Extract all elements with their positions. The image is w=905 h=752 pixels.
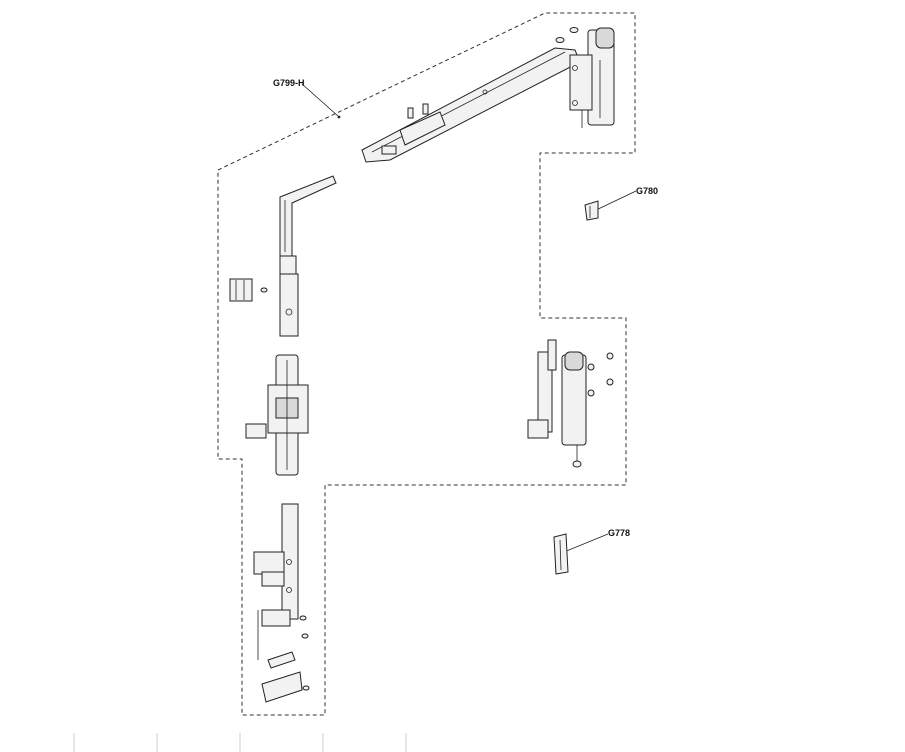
bottom-tab-dividers: [73, 733, 407, 752]
leader-g780: [593, 190, 637, 212]
g799h-kit-boundary: [217, 12, 636, 716]
keeper-g780: [584, 200, 599, 221]
bottom-hinge: [527, 339, 614, 468]
label-g799h: G799-H: [273, 78, 305, 88]
espagnolette-gear-bottom: [253, 503, 310, 703]
top-corner-hinge: [555, 27, 615, 128]
leader-g799h: [301, 83, 339, 117]
corner-drive: [229, 175, 337, 337]
leader-g778: [563, 533, 609, 553]
leader-dot-g799h: [337, 115, 341, 119]
label-g778: G778: [608, 528, 630, 538]
stay-arm-assembly: [361, 47, 581, 163]
keeper-g778: [553, 533, 569, 575]
espagnolette-rod-middle: [245, 354, 309, 476]
label-g780: G780: [636, 186, 658, 196]
